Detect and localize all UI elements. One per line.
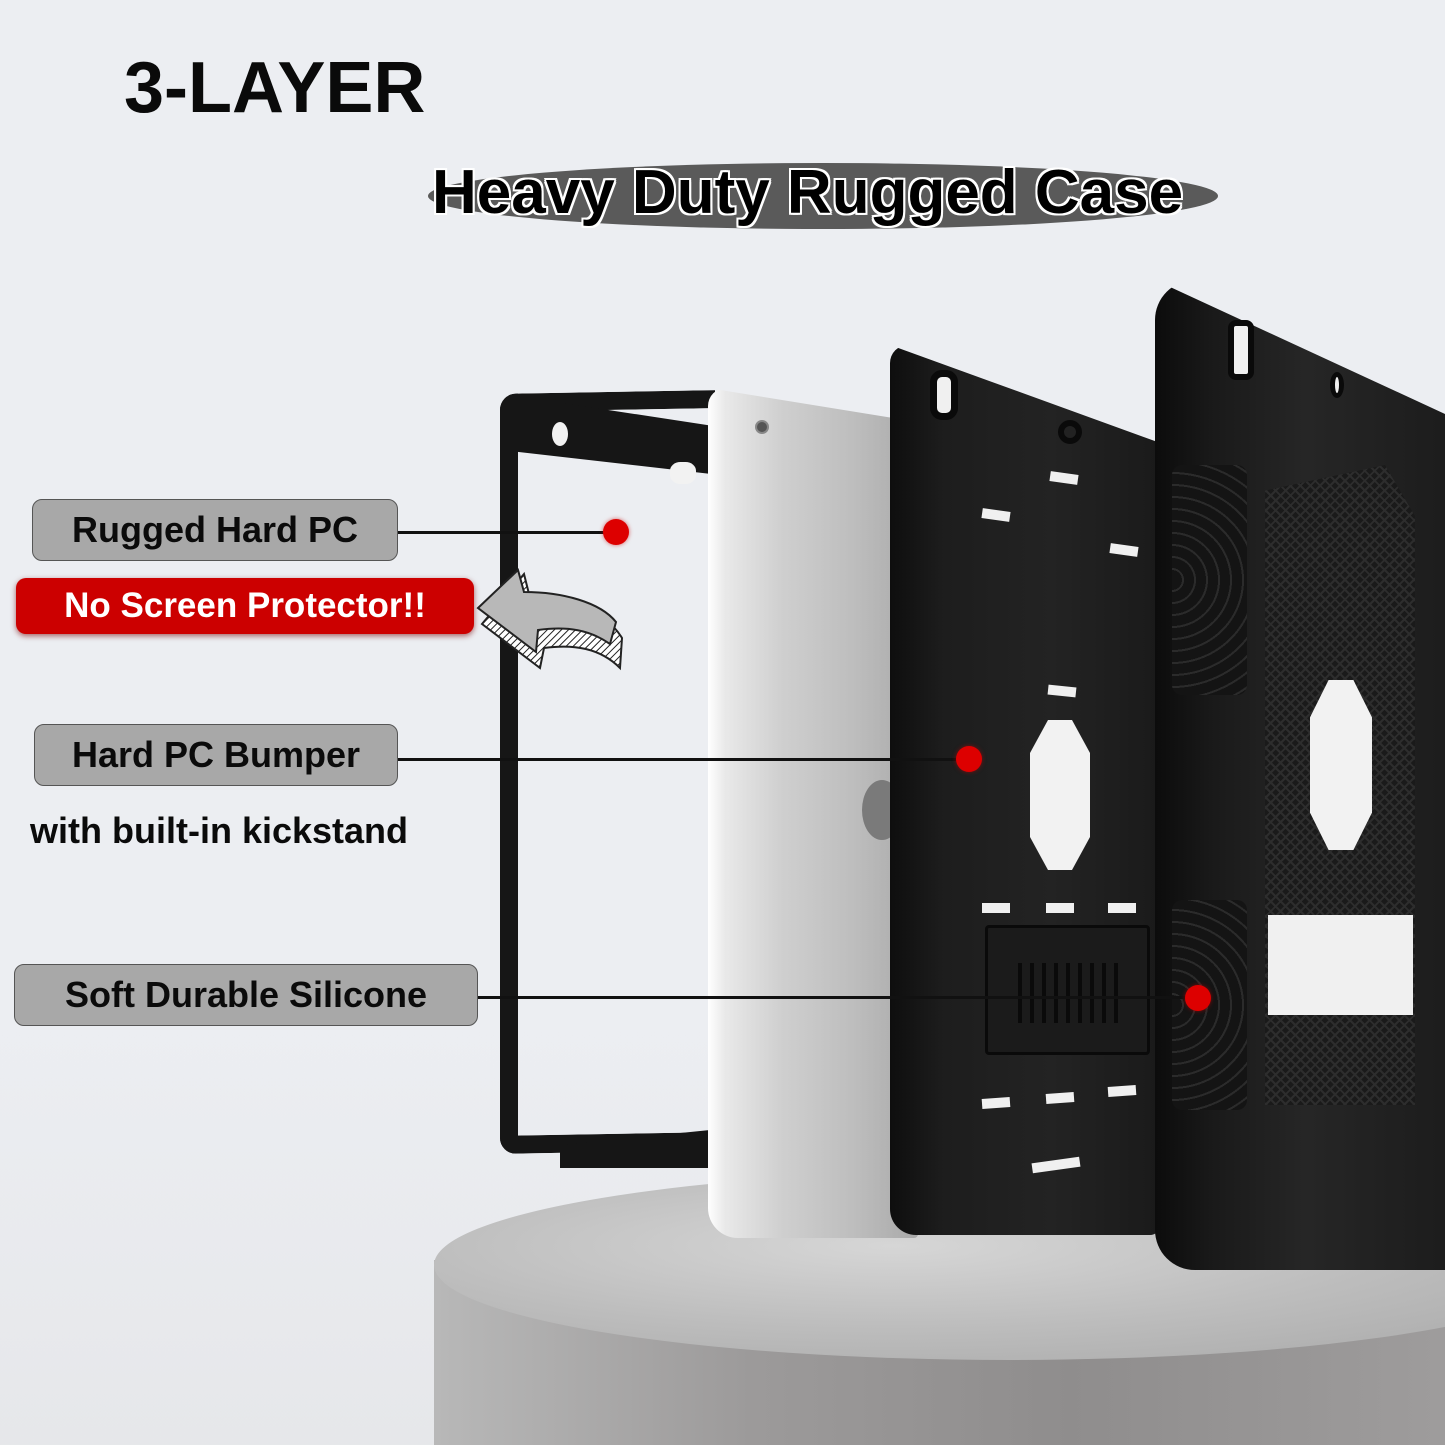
callout-rugged-hard-pc: Rugged Hard PC [32, 499, 398, 561]
bumper-vent-slot [1046, 903, 1074, 913]
subtitle-ellipse-backdrop [428, 163, 1218, 229]
headline-title: 3-LAYER [124, 48, 426, 128]
callout-line [478, 996, 1186, 999]
silicone-kickstand-opening [1268, 915, 1413, 1015]
callout-soft-durable-silicone: Soft Durable Silicone [14, 964, 478, 1026]
kickstand-rib [1018, 963, 1022, 1023]
headline-subtitle: Heavy Duty Rugged Case [432, 158, 1184, 227]
kickstand-rib [1102, 963, 1106, 1023]
no-screen-protector-badge: No Screen Protector!! [16, 578, 474, 634]
curved-arrow-icon [476, 568, 624, 671]
bumper-vent-slot [981, 1097, 1011, 1109]
headline-subtitle-group: Heavy Duty Rugged Case [428, 155, 1398, 235]
silicone-octagon-cutout [1310, 680, 1372, 850]
kickstand [985, 925, 1150, 1055]
marker-dot-icon [603, 519, 629, 545]
silicone-camera-cutout [1228, 320, 1254, 380]
kickstand-rib [1054, 963, 1058, 1023]
callout-hard-pc-bumper: Hard PC Bumper [34, 724, 398, 786]
callout-line [398, 758, 958, 761]
screen-frame-layer [500, 390, 715, 1154]
marker-dot-icon [956, 746, 982, 772]
kickstand-rib [1066, 963, 1070, 1023]
kickstand-rib [1114, 963, 1118, 1023]
kickstand-rib [1078, 963, 1082, 1023]
silicone-mic-hole [1330, 372, 1344, 398]
tablet-camera-icon [755, 420, 769, 434]
silicone-grip-upper [1172, 465, 1247, 695]
bumper-vent-slot [1108, 903, 1136, 913]
callout-line [398, 531, 608, 534]
bumper-vent-slot [1045, 1092, 1075, 1104]
silicone-grip-lower [1172, 900, 1247, 1110]
frame-camera-cutout [552, 422, 568, 446]
marker-dot-icon [1185, 985, 1211, 1011]
bumper-camera-cutout [930, 370, 958, 420]
bumper-octagon-cutout [1030, 720, 1090, 870]
kickstand-caption: with built-in kickstand [30, 810, 409, 851]
bumper-vent-slot [982, 903, 1010, 913]
kickstand-rib [1030, 963, 1034, 1023]
hard-pc-bumper-layer [890, 345, 1160, 1235]
kickstand-rib [1090, 963, 1094, 1023]
bumper-mic-hole [1058, 420, 1082, 444]
kickstand-rib [1042, 963, 1046, 1023]
frame-button-cutout [670, 462, 696, 484]
bumper-vent-slot [1107, 1085, 1137, 1097]
